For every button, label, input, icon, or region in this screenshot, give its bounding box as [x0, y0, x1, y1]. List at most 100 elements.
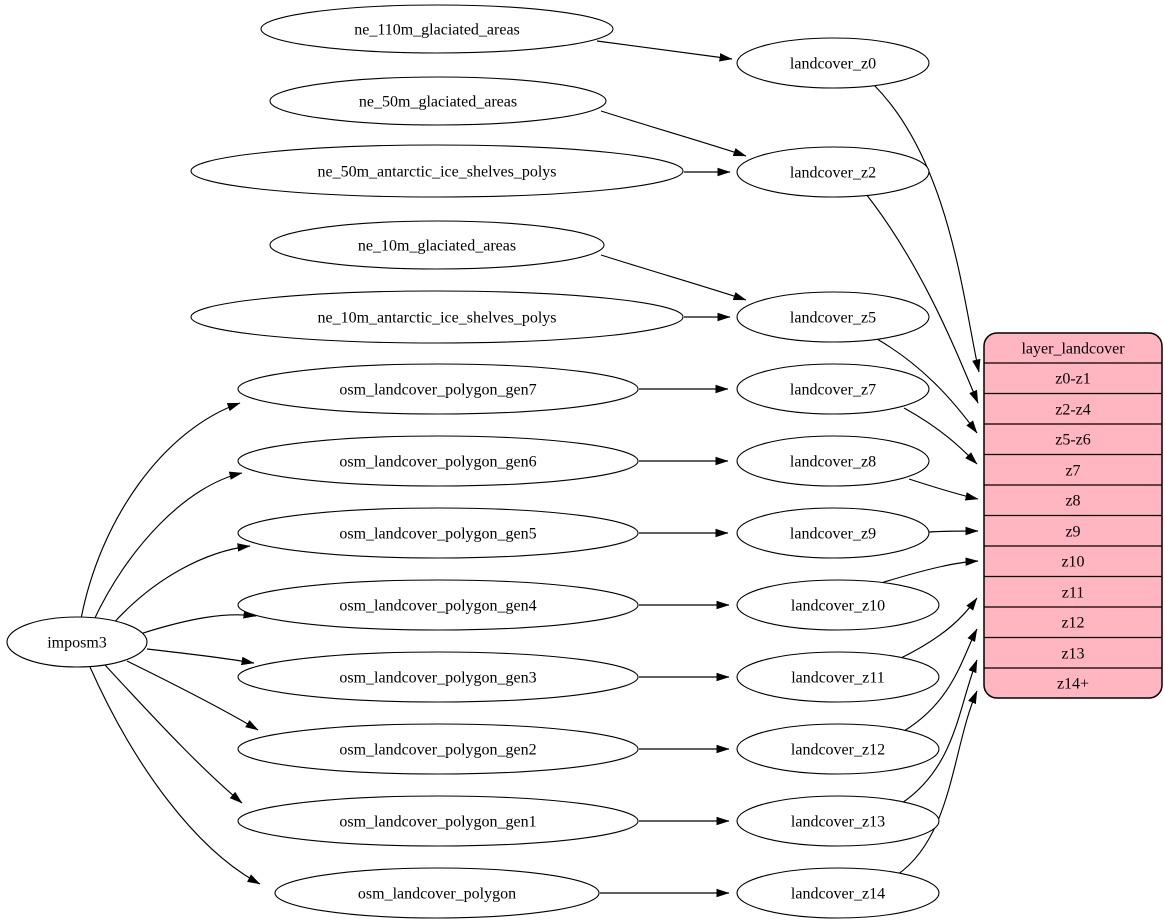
node-landcover-z9-label: landcover_z9: [790, 526, 876, 543]
node-landcover-z2-shape: [736, 146, 930, 198]
node-osm-landcover-polygon-gen2-shape: [237, 723, 639, 775]
node-landcover-z11: landcover_z11: [736, 651, 940, 703]
edge-group: [80, 40, 981, 898]
edge-z2-row-z2z4: [865, 193, 979, 404]
node-osm-landcover-polygon-gen6: osm_landcover_polygon_gen6: [237, 435, 639, 487]
edge-imposm3-polygon: [89, 666, 261, 885]
node-ne-110m-glaciated-areas-shape: [260, 4, 614, 54]
node-ne-10m-glaciated-areas-shape: [269, 220, 605, 270]
node-imposm3: imposm3: [6, 616, 148, 668]
edge-z5-row-z5z6: [876, 338, 978, 434]
node-ne-10m-glaciated-areas: ne_10m_glaciated_areas: [269, 220, 605, 270]
node-landcover-z5: landcover_z5: [736, 291, 930, 343]
record-row-z13: z13: [1061, 646, 1084, 663]
node-osm-landcover-polygon-gen5: osm_landcover_polygon_gen5: [237, 507, 639, 559]
node-osm-landcover-polygon-gen7-label: osm_landcover_polygon_gen7: [339, 382, 536, 399]
edge-z10-row-z10: [880, 557, 979, 584]
node-imposm3-label: imposm3: [47, 635, 107, 652]
edge-imposm3-gen6: [92, 471, 243, 623]
edge-z0-row-z0z1: [873, 84, 981, 373]
record-layer-landcover: layer_landcover z0-z1 z2-z4 z5-z6 z7 z8 …: [983, 332, 1163, 699]
node-landcover-z8-label: landcover_z8: [790, 454, 876, 471]
node-ne-110m-glaciated-areas-label: ne_110m_glaciated_areas: [354, 22, 520, 39]
node-landcover-z13: landcover_z13: [736, 795, 940, 847]
edge-z9-row-z9: [928, 526, 979, 536]
node-ne-10m-glaciated-areas-label: ne_10m_glaciated_areas: [358, 238, 516, 255]
edge-imposm3-gen7: [80, 402, 241, 620]
node-osm-landcover-polygon-gen4: osm_landcover_polygon_gen4: [237, 579, 639, 631]
node-landcover-z13-shape: [736, 795, 940, 847]
node-landcover-z9: landcover_z9: [736, 507, 930, 559]
edge-z7-row-z7: [903, 407, 978, 465]
edge-z14-row-z14plus: [896, 690, 978, 876]
record-row-z11: z11: [1062, 585, 1085, 602]
edge-imposm3-gen5: [109, 543, 251, 628]
node-ne-10m-antarctic-ice-shelves-polys-shape: [190, 290, 684, 344]
record-row-z14plus: z14+: [1057, 676, 1089, 693]
node-osm-landcover-polygon-gen6-label: osm_landcover_polygon_gen6: [339, 454, 536, 471]
node-landcover-z2-label: landcover_z2: [790, 165, 876, 182]
node-landcover-z8: landcover_z8: [736, 435, 930, 487]
edge-z11-row-z11: [898, 597, 978, 660]
node-landcover-z14-shape: [736, 867, 940, 919]
node-landcover-z5-label: landcover_z5: [790, 310, 876, 327]
edge-ne50m-glaciated-z2: [600, 110, 747, 157]
node-osm-landcover-polygon-gen2-label: osm_landcover_polygon_gen2: [339, 742, 536, 759]
node-landcover-z12-label: landcover_z12: [791, 742, 885, 759]
edge-imposm3-gen4: [139, 610, 257, 635]
node-landcover-z8-shape: [736, 435, 930, 487]
edge-ne10m-glaciated-z5: [600, 254, 747, 301]
node-landcover-z14: landcover_z14: [736, 867, 940, 919]
node-landcover-z12: landcover_z12: [736, 723, 940, 775]
record-row-z0-z1: z0-z1: [1055, 371, 1091, 388]
record-row-z2-z4: z2-z4: [1055, 402, 1091, 419]
record-row-z7: z7: [1065, 463, 1080, 480]
node-ne-50m-glaciated-areas-shape: [269, 76, 607, 126]
record-title: layer_landcover: [1021, 341, 1125, 358]
edge-z12-row-z12: [903, 628, 978, 732]
node-osm-landcover-polygon-gen3-shape: [237, 651, 639, 703]
node-ne-110m-glaciated-areas: ne_110m_glaciated_areas: [260, 4, 614, 54]
edge-imposm3-gen2: [126, 660, 259, 731]
node-landcover-z10-shape: [736, 579, 940, 631]
node-osm-landcover-polygon-gen3-label: osm_landcover_polygon_gen3: [339, 670, 536, 687]
node-landcover-z11-shape: [736, 651, 940, 703]
record-row-z12: z12: [1061, 615, 1084, 632]
node-ne-10m-antarctic-ice-shelves-polys-label: ne_10m_antarctic_ice_shelves_polys: [317, 310, 556, 327]
record-row-z9: z9: [1065, 524, 1080, 541]
node-landcover-z10: landcover_z10: [736, 579, 940, 631]
record-row-z5-z6: z5-z6: [1055, 432, 1091, 449]
node-osm-landcover-polygon-label: osm_landcover_polygon: [358, 886, 516, 903]
node-ne-10m-antarctic-ice-shelves-polys: ne_10m_antarctic_ice_shelves_polys: [190, 290, 684, 344]
node-landcover-z7-label: landcover_z7: [790, 382, 876, 399]
node-osm-landcover-polygon-gen2: osm_landcover_polygon_gen2: [237, 723, 639, 775]
node-landcover-z5-shape: [736, 291, 930, 343]
node-landcover-z14-label: landcover_z14: [791, 886, 885, 903]
record-row-z8: z8: [1065, 493, 1080, 510]
edge-z8-row-z8: [908, 478, 979, 501]
edge-imposm3-gen3: [146, 648, 255, 666]
node-landcover-z7-shape: [736, 363, 930, 415]
node-osm-landcover-polygon-gen5-label: osm_landcover_polygon_gen5: [339, 526, 536, 543]
edge-z13-row-z13: [901, 659, 978, 804]
node-osm-landcover-polygon-gen1-label: osm_landcover_polygon_gen1: [339, 814, 536, 831]
node-osm-landcover-polygon-shape: [274, 867, 600, 919]
node-landcover-z2: landcover_z2: [736, 146, 930, 198]
node-landcover-z12-shape: [736, 723, 940, 775]
node-osm-landcover-polygon-gen7: osm_landcover_polygon_gen7: [237, 363, 639, 415]
node-osm-landcover-polygon-gen5-shape: [237, 507, 639, 559]
node-ne-50m-antarctic-ice-shelves-polys-label: ne_50m_antarctic_ice_shelves_polys: [317, 164, 556, 181]
node-ne-50m-antarctic-ice-shelves-polys: ne_50m_antarctic_ice_shelves_polys: [190, 144, 684, 198]
node-landcover-z0: landcover_z0: [736, 37, 930, 89]
node-landcover-z7: landcover_z7: [736, 363, 930, 415]
node-osm-landcover-polygon: osm_landcover_polygon: [274, 867, 600, 919]
node-osm-landcover-polygon-gen6-shape: [237, 435, 639, 487]
edge-ne110m-z0: [596, 40, 733, 62]
node-landcover-z10-label: landcover_z10: [791, 598, 885, 615]
node-osm-landcover-polygon-gen4-label: osm_landcover_polygon_gen4: [339, 598, 536, 615]
node-landcover-z9-shape: [736, 507, 930, 559]
node-osm-landcover-polygon-gen1-shape: [237, 795, 639, 847]
node-imposm3-shape: [6, 616, 148, 668]
